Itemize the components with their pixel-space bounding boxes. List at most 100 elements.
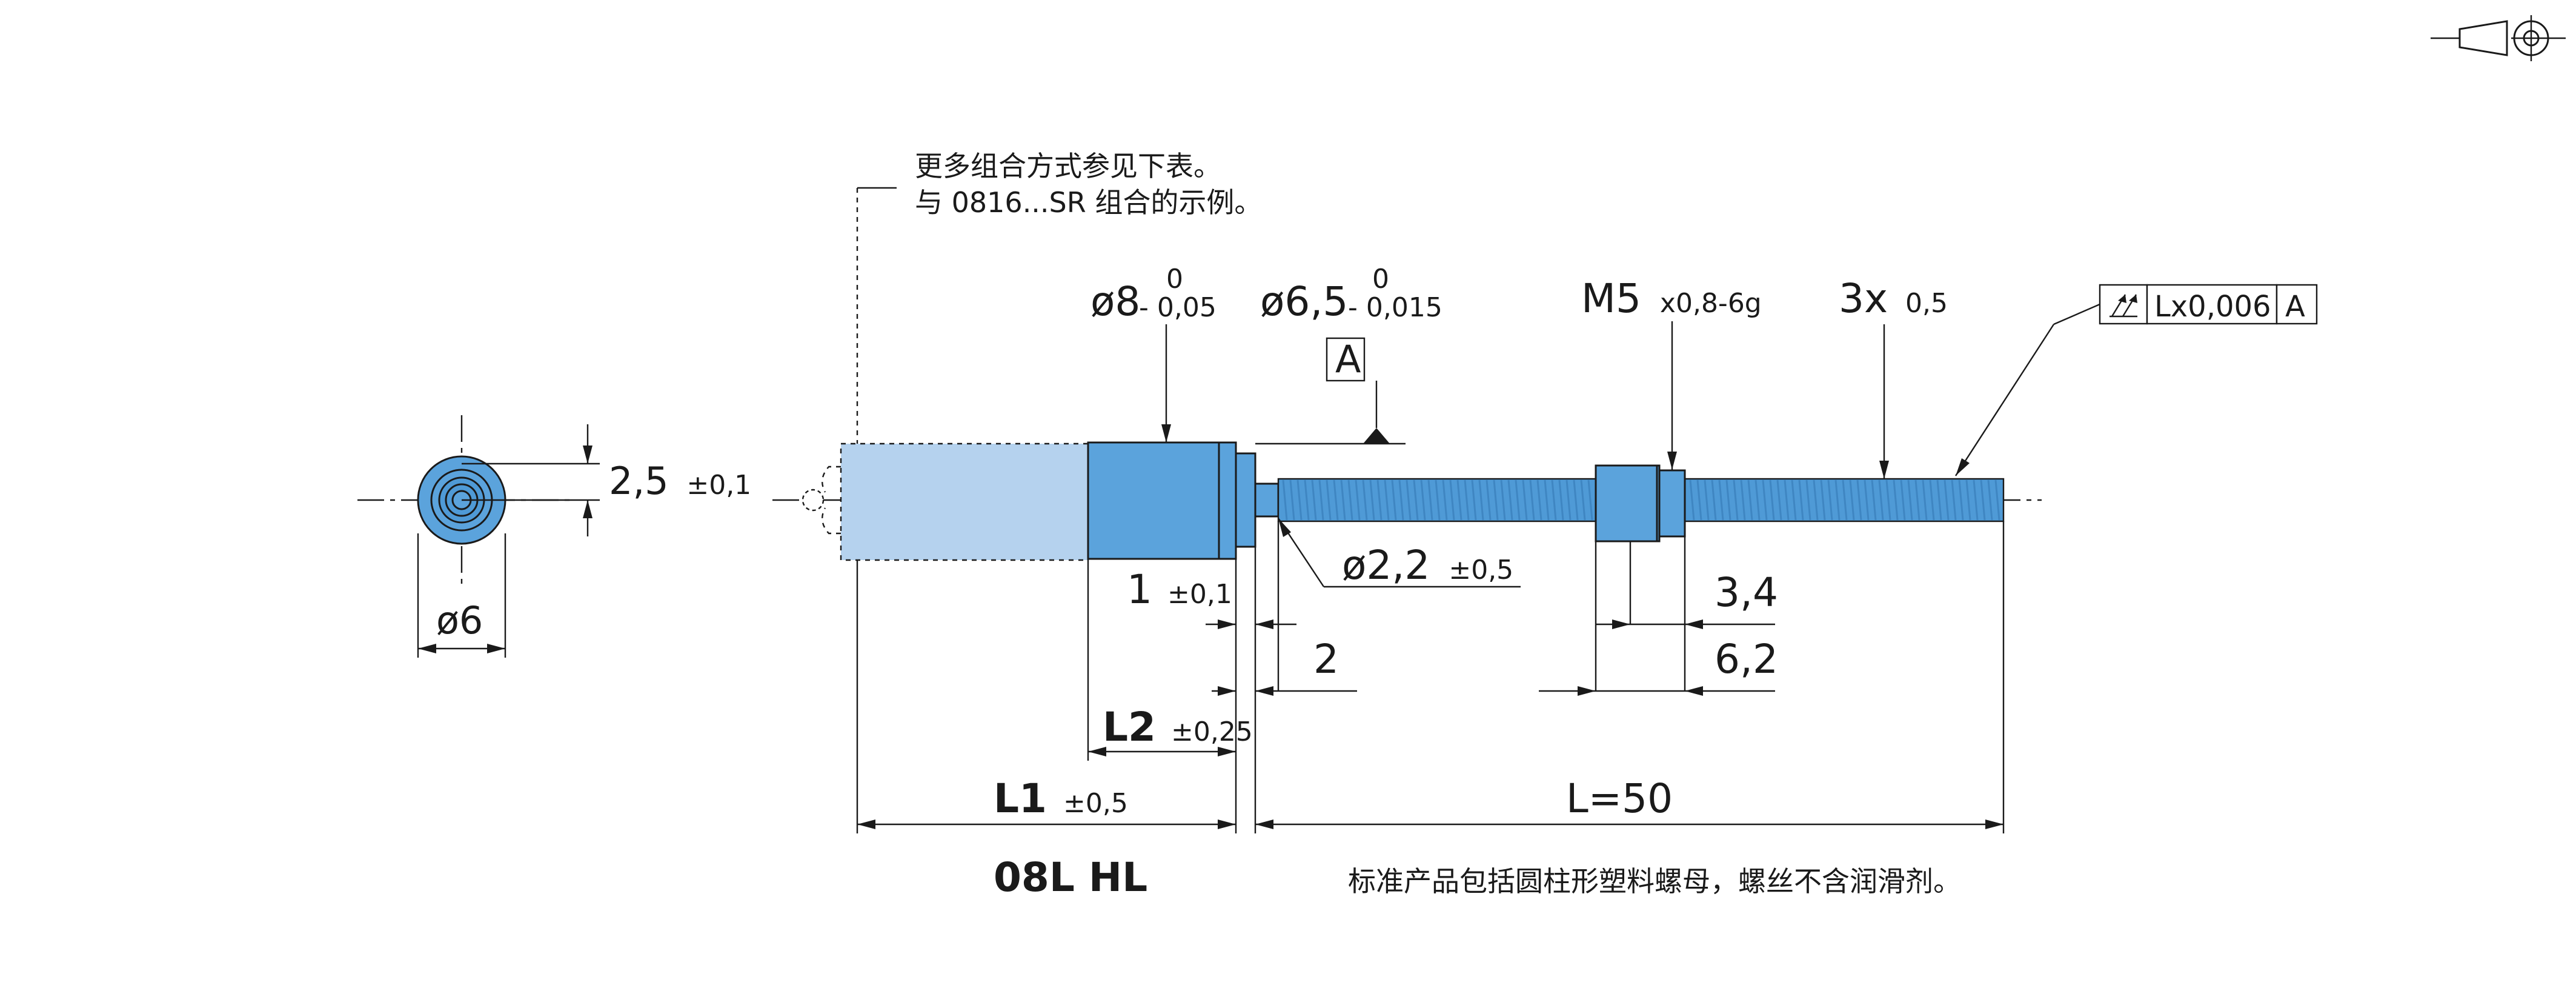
thread-stripe (1435, 479, 1441, 521)
thread-stripe (1769, 479, 1775, 521)
thread-stripe (1515, 479, 1521, 521)
thread-stripe (1973, 479, 1979, 521)
d8-main: ø8 (1090, 278, 1140, 325)
thread-stripe (1725, 479, 1731, 521)
thread-stripe (1914, 479, 1920, 521)
thread-stripe (1406, 479, 1412, 521)
note-line-2: 与 0816...SR 组合的示例。 (915, 186, 1262, 219)
screw-nut-flange (1658, 469, 1686, 538)
nut-collar (1235, 452, 1256, 548)
thread-stripe (1871, 479, 1877, 521)
thread-stripe (1878, 479, 1884, 521)
thread-stripe (1471, 479, 1477, 521)
thread-stripe (1784, 479, 1790, 521)
thread-stripe (1304, 479, 1310, 521)
shaft-neck (1254, 482, 1280, 518)
v34-label: 3,4 (1715, 569, 1778, 616)
thread-stripe (1885, 479, 1891, 521)
thread-stripe (1318, 479, 1324, 521)
total-runout-icon (2110, 294, 2137, 318)
thread-stripe (1442, 479, 1448, 521)
d65-upper: 0 (1372, 264, 1389, 295)
thread-stripe (1813, 479, 1819, 521)
datum-label: A (1335, 337, 1361, 381)
v62-label: 6,2 (1715, 636, 1778, 683)
thread-stripe (1733, 479, 1739, 521)
thread-stripe (1355, 479, 1361, 521)
thread-stripe (1573, 479, 1579, 521)
thread-stripe (1587, 479, 1593, 521)
l-total-label: L=50 (1566, 775, 1673, 822)
thread-stripe (1711, 479, 1717, 521)
thread-stripe (1384, 479, 1390, 521)
thread-stripe (1544, 479, 1550, 521)
projection-symbol (2431, 15, 2566, 61)
m5-label: M5 x0,8-6g (1581, 275, 1762, 322)
d8-upper: 0 (1166, 264, 1183, 295)
thread-stripe (1391, 479, 1397, 521)
thread-stripe (1296, 479, 1303, 521)
thread-stripe (1864, 479, 1870, 521)
thread-stripe (1413, 479, 1419, 521)
thread-stripe (1696, 479, 1702, 521)
thread-stripe (1551, 479, 1557, 521)
thread-stripes (1282, 479, 2000, 521)
thread-stripe (1740, 479, 1746, 521)
thread-stripe (1289, 479, 1295, 521)
thread-stripe (1834, 479, 1841, 521)
thread-stripe (1958, 479, 1964, 521)
thread-stripe (1856, 479, 1862, 521)
phantom-body (840, 442, 1089, 561)
thread-stripe (1369, 479, 1375, 521)
nut-body (1087, 441, 1237, 560)
thread-stripe (1536, 479, 1542, 521)
thread-stripe (1907, 479, 1913, 521)
side-dim-label: 2,5 ±0,1 (609, 459, 751, 503)
one-label: 1 ±0,1 (1127, 566, 1232, 613)
thread-stripe (1362, 479, 1368, 521)
thread-stripe (1805, 479, 1811, 521)
thread-stripe (1776, 479, 1782, 521)
end-view: 2,5 ±0,1 ø6 (357, 415, 751, 658)
thread-stripe (1929, 479, 1935, 521)
l2-label: L2 ±0,25 (1103, 704, 1253, 750)
thread-stripe (1704, 479, 1710, 521)
thread-stripe (1311, 479, 1317, 521)
thread-stripe (1689, 479, 1695, 521)
side-view (772, 187, 2042, 561)
thread-stripe (1486, 479, 1492, 521)
bottom-dimensions: ø2,2 ±0,5 1 ±0,1 2 L2 ±0,25 L1 (856, 518, 2005, 901)
thread-stripe (1347, 479, 1353, 521)
tol-value: Lx0,006 (2154, 290, 2271, 324)
thread-stripe (1994, 479, 2000, 521)
thread-stripe (1827, 479, 1833, 521)
thread-stripe (1565, 479, 1572, 521)
pitch-label: 3x 0,5 (1839, 275, 1948, 322)
d65-main: ø6,5 (1260, 278, 1348, 325)
thread-stripe (1718, 479, 1724, 521)
thread-stripe (1842, 479, 1848, 521)
d8-lower: - 0,05 (1139, 292, 1217, 323)
thread-stripe (1987, 479, 1993, 521)
d6-label: ø6 (436, 598, 483, 643)
thread-stripe (1333, 479, 1339, 521)
thread-stripe (1849, 479, 1855, 521)
thread-stripe (1420, 479, 1426, 521)
thread-stripe (1529, 479, 1535, 521)
two-label: 2 (1313, 636, 1339, 683)
lubrication-eye (802, 489, 825, 512)
thread-stripe (1893, 479, 1899, 521)
thread-stripe (1951, 479, 1957, 521)
l1-label: L1 ±0,5 (994, 775, 1128, 822)
thread-stripe (1922, 479, 1928, 521)
d22-label: ø2,2 ±0,5 (1342, 542, 1513, 589)
screw-nut (1595, 464, 1661, 542)
thread-stripe (1464, 479, 1470, 521)
model-label: 08L HL (994, 854, 1147, 901)
thread-stripe (1936, 479, 1942, 521)
thread-stripe (1798, 479, 1804, 521)
thread-stripe (1522, 479, 1528, 521)
thread-stripe (1900, 479, 1906, 521)
thread-stripe (1478, 479, 1484, 521)
thread-stripe (1980, 479, 1986, 521)
